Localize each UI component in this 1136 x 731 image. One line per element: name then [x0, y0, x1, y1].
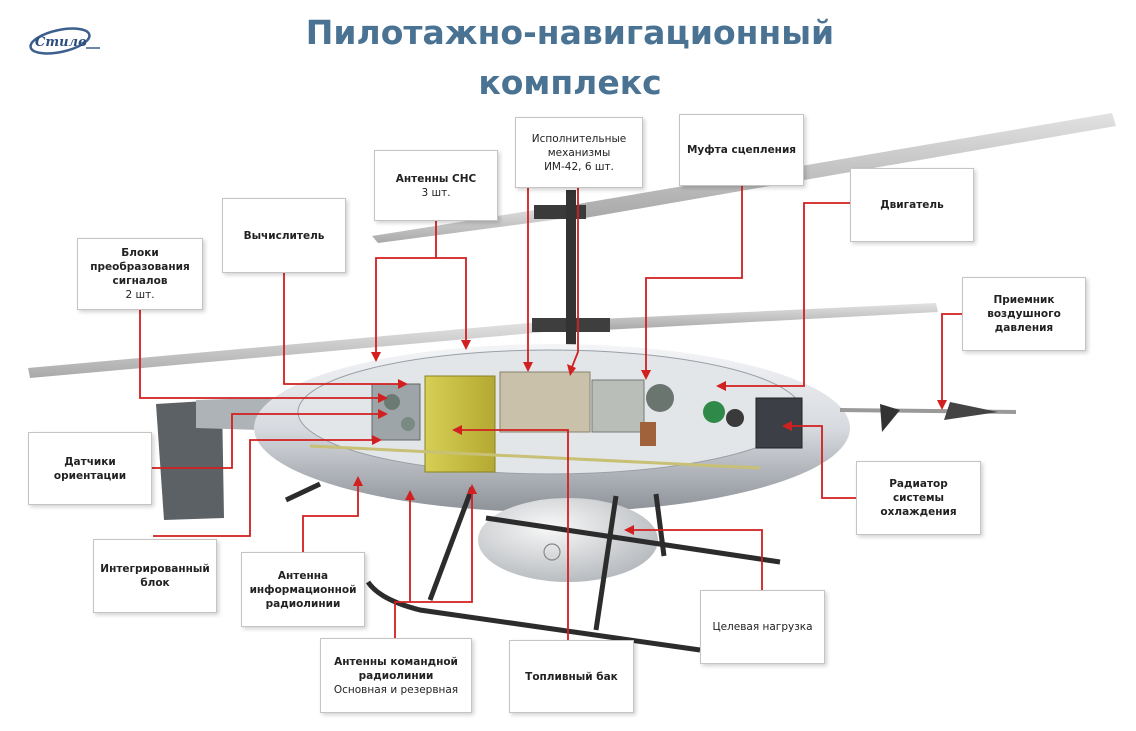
label-command-antennas: Антенны командной радиолинии Основная и …	[320, 638, 472, 713]
label-actuators-main: Исполнительные механизмы	[531, 132, 627, 159]
label-fuel-tank: Топливный бак	[509, 640, 634, 713]
label-signal-blocks-sub: 2 шт.	[125, 289, 155, 301]
fuel-tank-shape	[424, 375, 496, 473]
label-integrated-block: Интегрированный блок	[93, 539, 217, 613]
label-gnss-antennas: Антенны СНС 3 шт.	[374, 150, 498, 221]
label-integrated-main: Интегрированный блок	[100, 563, 210, 589]
label-air-pressure-main: Приемник воздушного давления	[987, 294, 1061, 334]
label-actuators-sub: ИМ-42, 6 шт.	[544, 160, 614, 173]
label-info-antenna: Антенна информационной радиолинии	[241, 552, 365, 627]
title-line-1: Пилотажно-навигационный	[305, 13, 835, 52]
label-fuel-tank-main: Топливный бак	[525, 670, 618, 683]
label-gnss-antennas-sub: 3 шт.	[421, 186, 451, 199]
label-radiator: Радиатор системы охлаждения	[856, 461, 981, 535]
label-air-pressure: Приемник воздушного давления	[962, 277, 1086, 351]
label-clutch-main: Муфта сцепления	[686, 144, 797, 156]
company-logo: Стилв	[26, 24, 104, 62]
label-computer-main: Вычислитель	[243, 229, 325, 242]
lower-rotor	[28, 303, 938, 378]
svg-text:Стилв: Стилв	[35, 35, 87, 50]
label-clutch: Муфта сцепления	[679, 114, 804, 186]
label-engine-main: Двигатель	[880, 199, 944, 211]
label-orientation-sensors: Датчики ориентации	[28, 432, 152, 505]
label-computer: Вычислитель	[222, 198, 346, 273]
label-gnss-antennas-main: Антенны СНС	[395, 172, 477, 185]
label-payload: Целевая нагрузка	[700, 590, 825, 664]
label-engine: Двигатель	[850, 168, 974, 242]
title-line-2: комплекс	[478, 63, 662, 102]
label-actuators: Исполнительные механизмы ИМ-42, 6 шт.	[515, 117, 643, 188]
label-signal-blocks: Блоки преобразования сигналов 2 шт.	[77, 238, 203, 310]
label-payload-main: Целевая нагрузка	[712, 621, 813, 633]
label-command-antennas-sub: Основная и резервная	[333, 683, 459, 696]
landing-gear	[284, 481, 781, 653]
label-command-antennas-main: Антенны командной радиолинии	[334, 655, 458, 682]
label-orientation-main: Датчики ориентации	[53, 455, 127, 482]
leader-lines	[139, 186, 962, 640]
label-info-antenna-main: Антенна информационной радиолинии	[249, 569, 357, 610]
rotor-mast	[566, 190, 576, 350]
leader-arrowheads	[353, 340, 947, 535]
tail-fin	[156, 400, 224, 520]
label-signal-blocks-main: Блоки преобразования сигналов	[90, 247, 190, 287]
label-radiator-main: Радиатор системы охлаждения	[880, 478, 957, 518]
page-title: Пилотажно-навигационный комплекс	[230, 8, 910, 108]
